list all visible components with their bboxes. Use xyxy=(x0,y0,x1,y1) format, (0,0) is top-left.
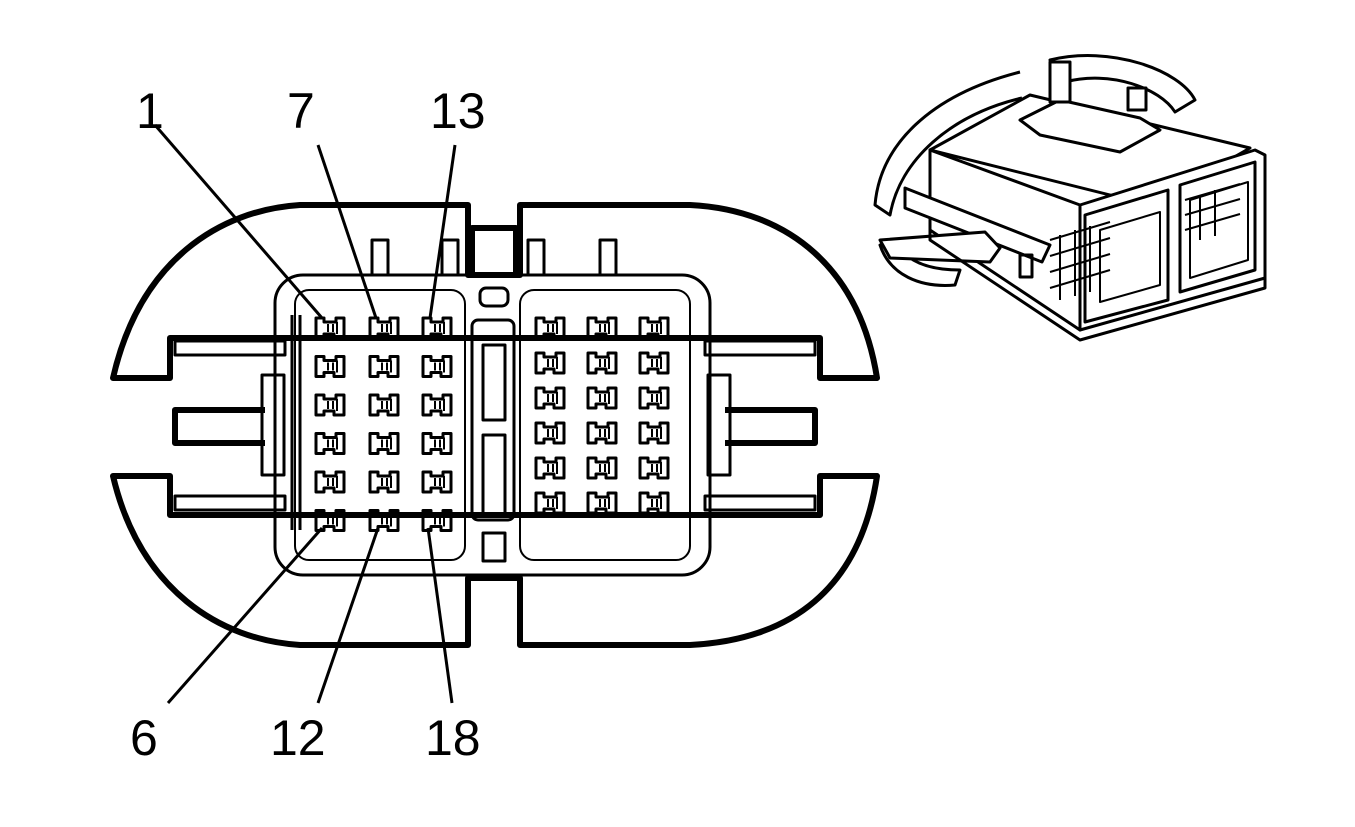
terminal-cavity-2 xyxy=(314,355,346,378)
blank-cavity-11 xyxy=(586,456,618,480)
terminal-cavity-8 xyxy=(368,355,400,378)
blank-cavity-3 xyxy=(534,386,566,410)
blank-cavity-17 xyxy=(638,456,670,480)
iso-small-tab xyxy=(1018,253,1034,279)
top-post-2 xyxy=(440,238,460,277)
left-wall-strip xyxy=(290,315,302,530)
terminal-cavity-4 xyxy=(314,432,346,455)
terminal-cavity-10 xyxy=(368,432,400,455)
terminal-cavity-5 xyxy=(314,470,346,494)
divider-slot-bottom xyxy=(481,531,507,563)
inner-housing-left xyxy=(294,289,466,561)
leader-line-1 xyxy=(153,124,324,319)
right-latch-tab xyxy=(725,407,818,446)
blank-cavity-6 xyxy=(534,491,566,515)
terminal-cavity-6 xyxy=(314,509,346,532)
blank-cavity-1 xyxy=(534,316,566,340)
inner-housing-right xyxy=(519,289,691,561)
terminal-cavity-9 xyxy=(368,393,400,417)
left-latch-block xyxy=(260,373,286,477)
housing-outline-top xyxy=(110,202,880,381)
blank-cavity-13 xyxy=(638,316,670,340)
terminal-cavity-14 xyxy=(421,355,453,378)
terminal-cavity-15 xyxy=(421,393,453,417)
leader-line-18 xyxy=(426,527,454,704)
pin-label-12: 12 xyxy=(270,710,326,766)
top-post-3 xyxy=(526,238,546,277)
blank-cavity-14 xyxy=(638,351,670,375)
blank-cavity-7 xyxy=(586,316,618,340)
divider-slot-mid xyxy=(481,433,507,517)
blank-cavity-9 xyxy=(586,386,618,410)
top-post-4 xyxy=(598,238,618,277)
terminal-cavity-3 xyxy=(314,393,346,417)
iso-face-opening xyxy=(1083,188,1170,324)
connector-isometric-view xyxy=(873,54,1267,342)
pin-label-13: 13 xyxy=(430,83,486,139)
right-latch-block xyxy=(706,373,732,477)
terminal-cavities xyxy=(314,316,670,532)
iso-latch-arm xyxy=(903,186,1052,264)
terminal-cavity-13 xyxy=(421,316,453,340)
blank-cavity-10 xyxy=(586,421,618,445)
leader-line-13 xyxy=(428,144,457,319)
right-rail-bottom xyxy=(703,494,817,512)
iso-cavity-grid xyxy=(1049,221,1111,300)
pin-label-18: 18 xyxy=(425,710,481,766)
terminal-cavity-16 xyxy=(421,432,453,455)
top-post-1 xyxy=(370,238,390,277)
blank-cavity-16 xyxy=(638,421,670,445)
left-rail-bottom xyxy=(173,494,287,512)
pin-label-1: 1 xyxy=(136,83,164,139)
blank-cavity-18 xyxy=(638,491,670,515)
blank-cavity-2 xyxy=(534,351,566,375)
key-slot xyxy=(469,225,519,278)
pin-label-6: 6 xyxy=(130,710,158,766)
iso-bottom-edge xyxy=(928,230,1267,342)
leader-lines xyxy=(153,124,457,704)
iso-cavity-grid-2 xyxy=(1184,183,1241,240)
terminal-cavity-18 xyxy=(421,509,453,532)
connector-end-view xyxy=(110,202,880,648)
blank-cavity-5 xyxy=(534,456,566,480)
housing-outline-bottom xyxy=(110,473,880,648)
left-rail-top xyxy=(173,339,287,357)
divider-cap xyxy=(478,286,510,308)
blank-cavity-12 xyxy=(586,491,618,515)
terminal-cavity-1 xyxy=(314,316,346,340)
right-rail-top xyxy=(703,339,817,357)
iso-body-side xyxy=(1078,148,1267,332)
iso-face-opening-2 xyxy=(1178,160,1257,294)
iso-top-post-2 xyxy=(1126,86,1148,112)
iso-shroud-arc xyxy=(873,70,1023,217)
leader-line-7 xyxy=(316,144,378,319)
blank-cavity-4 xyxy=(534,421,566,445)
leader-line-6 xyxy=(166,527,324,704)
terminal-cavity-7 xyxy=(368,316,400,340)
left-latch-tab xyxy=(172,407,265,446)
blank-cavity-15 xyxy=(638,386,670,410)
terminal-cavity-17 xyxy=(421,470,453,494)
iso-top-post xyxy=(1048,60,1072,104)
divider-slot-top xyxy=(481,343,507,422)
iso-top-ear xyxy=(1048,54,1197,114)
blank-cavity-8 xyxy=(586,351,618,375)
divider-column xyxy=(470,318,516,522)
leader-line-12 xyxy=(316,527,380,704)
inner-housing xyxy=(273,273,712,577)
terminal-cavity-11 xyxy=(368,470,400,494)
pin-label-7: 7 xyxy=(287,83,315,139)
